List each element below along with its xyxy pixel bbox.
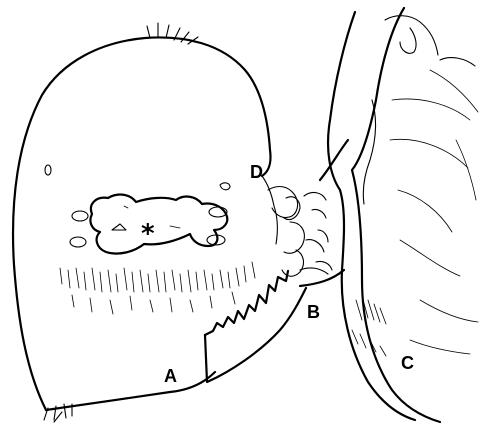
specimen-outline: [90, 195, 227, 254]
small-oval-mark: [45, 165, 51, 175]
specimen-left-lobe-upper: [72, 211, 88, 221]
right-organ-outline-inner: [352, 8, 440, 422]
label-a: A: [164, 366, 177, 386]
torn-edge: [205, 271, 288, 335]
specimen-left-lobe-lower: [70, 237, 86, 247]
small-spot-mark: [220, 183, 230, 190]
specimen-inner-mark: [112, 224, 126, 230]
hatched-texture: [60, 262, 255, 314]
label-b: B: [307, 302, 320, 322]
label-d: D: [250, 162, 263, 182]
central-structure: [262, 140, 348, 286]
asterisk-marker: *: [141, 219, 155, 249]
flap-edge: [205, 288, 306, 382]
label-c: C: [401, 353, 414, 373]
left-organ-bottom: [46, 372, 215, 410]
central-specimen: *: [70, 195, 227, 254]
